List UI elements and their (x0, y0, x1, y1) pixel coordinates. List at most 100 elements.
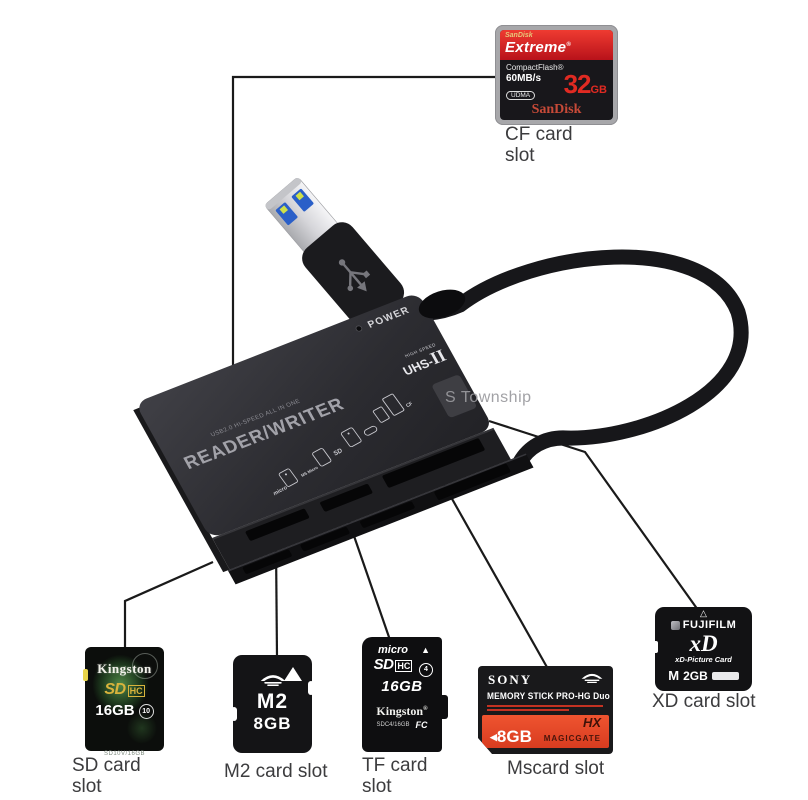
leader-line-ms (437, 473, 549, 670)
reader-base-slots (242, 463, 511, 574)
callout-sd-line2: slot (72, 776, 102, 798)
ms-capacity-text: 8GB (496, 727, 532, 746)
kingston-stamp-icon (132, 653, 158, 679)
cf-red-band: SanDisk Extreme® (500, 30, 613, 60)
m2-card: M2 8GB (231, 655, 314, 753)
ms-duo-icon (363, 425, 378, 436)
ms-arrow-mark: ◀ (490, 732, 497, 742)
tf-brand-reg: ® (423, 705, 428, 712)
tf-class-badge: 4 (419, 663, 433, 677)
callout-tf-line1: TF card (362, 755, 428, 776)
callout-tf: TF card slot (362, 755, 427, 798)
tf-brand-text: Kingston (376, 703, 424, 718)
ms-header: SONY (478, 666, 613, 688)
ms-orange-band: HX ◀8GB MAGICGATE (482, 715, 609, 748)
xd-capacity-row: M 2GB (655, 668, 752, 683)
tf-bottom-row: SDC4/16GB FC (362, 720, 442, 730)
sd-class-badge: 10 (138, 704, 154, 719)
cf-brand-bottom: SanDisk (531, 102, 582, 117)
callout-m2: M2 card slot (224, 761, 327, 782)
xd-card: △ FUJIFILM xD xD-Picture Card M 2GB (653, 607, 752, 691)
cf-brand-top: SanDisk (505, 32, 533, 39)
cf-udma-badge: UDMA (506, 91, 536, 100)
callout-cf-line1: CF card (505, 124, 573, 145)
icon-dot (284, 473, 288, 476)
cable-boot (418, 289, 466, 319)
cf-card: SanDisk Extreme® CompactFlash® 60MB/s UD… (495, 25, 618, 125)
slot-opening (360, 501, 415, 528)
xd-type-m: M (668, 668, 680, 683)
slot-opening (300, 527, 350, 552)
leader-line-cf (231, 75, 496, 368)
memory-stick-logo (579, 672, 605, 683)
tall-stick-icon (382, 393, 405, 416)
usb-pin-contact-2 (279, 205, 289, 214)
reader-base-edge (227, 453, 527, 572)
watermark-text: S Township (445, 389, 532, 406)
usb-plug (265, 177, 405, 329)
callout-ms-line1: Mscard slot (507, 758, 605, 779)
cf-emboss (432, 375, 477, 418)
cf-spec-row: 60MB/s UDMA 32GB (500, 71, 613, 102)
usb-trident-icon (338, 259, 371, 292)
microsd-card-icon (278, 468, 298, 487)
cf-card-body: SanDisk Extreme® CompactFlash® 60MB/s UD… (500, 30, 613, 120)
cf-capacity: 32GB (564, 71, 607, 97)
memory-stick-logo (260, 675, 285, 686)
usb-plug-tip (265, 177, 302, 210)
m2-notch (231, 707, 237, 721)
slot-opening (320, 484, 373, 512)
leader-line-xd (488, 419, 699, 611)
sd-brand: Kingston (97, 661, 152, 676)
tf-logo-micro: micro (378, 644, 408, 656)
reader-top-face (139, 295, 489, 536)
up-triangle-mark (284, 667, 302, 681)
callout-sd: SD card slot (72, 755, 141, 798)
magicgate-mark: MAGICGATE (543, 734, 601, 743)
slot-opening (245, 508, 310, 541)
tf-edge-lip (441, 695, 448, 719)
callout-xd-line1: XD card slot (652, 691, 756, 712)
ms-hx-mark: HX (582, 715, 601, 730)
xd-logo: xD (689, 631, 718, 656)
callout-tf-line2: slot (362, 776, 392, 798)
xd-label-bar (711, 671, 739, 680)
xd-picture-card-text: xD-Picture Card (675, 655, 732, 664)
cf-slot-opening (434, 463, 511, 500)
reader-left-face (133, 407, 230, 573)
cf-type: CompactFlash® (506, 63, 564, 72)
power-led (355, 325, 363, 332)
slot-icon-row: micro MS Micro SD CF (272, 393, 414, 497)
memory-stick-card: SONY MEMORY STICK PRO-HG Duo HX ◀8GB MAG… (478, 666, 613, 754)
callout-xd: XD card slot (652, 691, 755, 712)
callout-cf-line2: slot (505, 145, 535, 167)
callout-sd-line1: SD card (72, 755, 141, 776)
reader-front-edge (212, 427, 495, 540)
tf-capacity: 16GB (381, 677, 423, 695)
icon-dot (347, 432, 350, 435)
card-icon (312, 448, 332, 467)
sony-brand: SONY (488, 672, 533, 687)
tf-triangle-mark: ▲ (421, 645, 430, 655)
tf-model-number: SDC4/16GB (376, 721, 410, 728)
card-icon (340, 427, 362, 448)
slot-opening (382, 438, 485, 488)
cf-series: Extreme® (505, 39, 571, 56)
m2-format: M2 (256, 690, 289, 713)
xd-triangle-mark: △ (700, 608, 707, 618)
slot-opening (242, 549, 292, 574)
cf-slot-label: CF (405, 401, 414, 409)
cf-series-text: Extreme (505, 39, 567, 56)
tf-brand: Kingston® (362, 704, 442, 719)
ms-red-line (487, 709, 569, 711)
sd-lock-switch (83, 669, 88, 681)
card-reader: POWER HIGH SPEED UHS-II USB2.0 HI-SPEED … (133, 295, 534, 585)
xd-notch (653, 641, 658, 653)
